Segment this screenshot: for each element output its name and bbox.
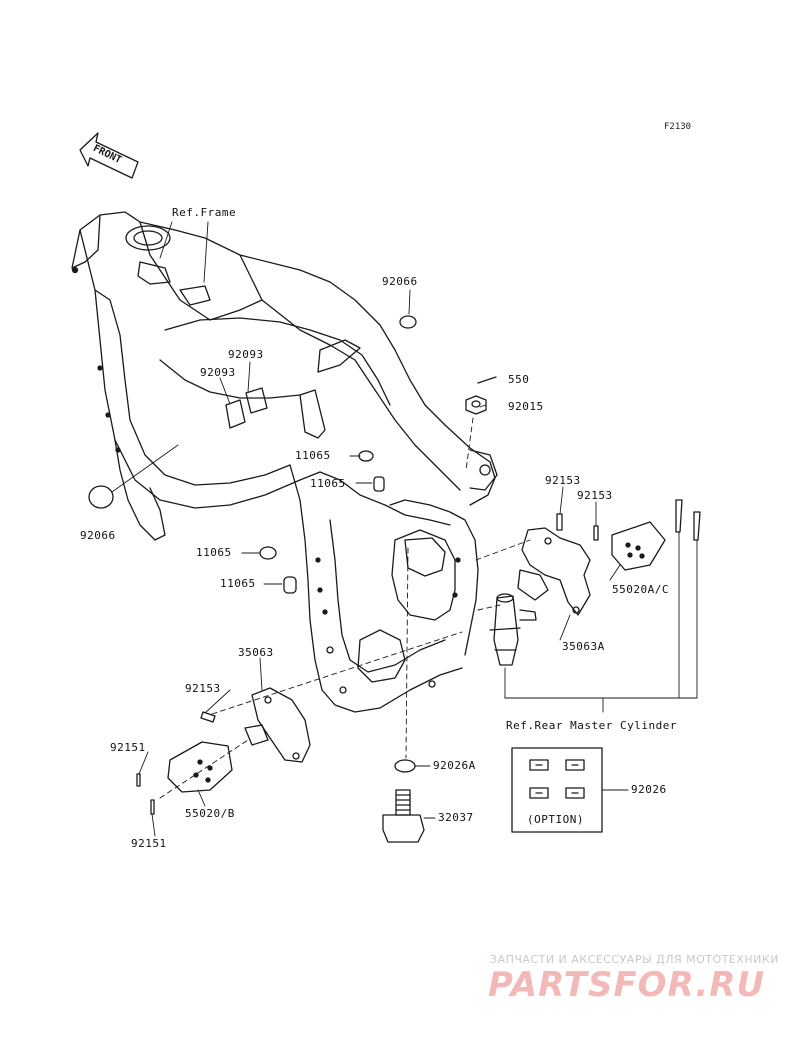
label-92026: 92026: [631, 783, 667, 796]
label-92153-b: 92153: [577, 489, 613, 502]
part-92066-left: [88, 485, 114, 509]
label-92093-a: 92093: [228, 348, 264, 361]
label-11065-b: 11065: [310, 477, 346, 490]
label-11065-c: 11065: [196, 546, 232, 559]
front-arrow-icon: [79, 132, 139, 179]
part-35063: [244, 687, 311, 763]
label-92066-top: 92066: [382, 275, 418, 288]
label-92093-b: 92093: [200, 366, 236, 379]
part-92151-bolt-b: [150, 799, 155, 815]
part-55020b: [167, 741, 233, 793]
part-35063a: [517, 527, 591, 616]
label-92026a: 92026A: [433, 759, 476, 772]
rear-master-cylinder: [489, 593, 537, 666]
label-ref-rear-master: Ref.Rear Master Cylinder: [506, 719, 677, 732]
part-92093-b: [245, 387, 268, 414]
part-32037: [382, 789, 425, 843]
label-92066-left: 92066: [80, 529, 116, 542]
part-11065-c: [259, 546, 277, 560]
part-92066-top: [399, 315, 417, 329]
part-11065-d: [283, 576, 297, 594]
diagram-code: F2130: [664, 122, 692, 132]
watermark-logo: PARTSFOR.RU: [488, 965, 766, 1005]
label-55020b: 55020/B: [185, 807, 235, 820]
part-55020ac: [611, 521, 666, 571]
part-11065-b: [373, 476, 385, 492]
part-92015-nut: [465, 395, 487, 415]
label-92153-a: 92153: [545, 474, 581, 487]
label-option: (OPTION): [527, 813, 584, 826]
main-frame: [71, 211, 498, 713]
part-92026-shims: [529, 759, 585, 799]
label-ref-frame: Ref.Frame: [172, 206, 237, 219]
label-92015: 92015: [508, 400, 544, 413]
label-92153-c: 92153: [185, 682, 221, 695]
label-32037: 32037: [438, 811, 474, 824]
part-11065-a: [358, 450, 374, 462]
label-550: 550: [508, 373, 530, 386]
label-55020ac: 55020A/C: [612, 583, 669, 596]
label-11065-d: 11065: [220, 577, 256, 590]
label-92151-a: 92151: [110, 741, 146, 754]
label-92151-b: 92151: [131, 837, 167, 850]
part-92151-bolt-a: [136, 773, 141, 787]
watermark-tagline: ЗАПЧАСТИ И АКСЕССУАРЫ ДЛЯ МОТОТЕХНИКИ: [490, 953, 779, 966]
part-92153-left-bolt: [200, 711, 216, 723]
label-35063: 35063: [238, 646, 274, 659]
part-92093-a: [225, 399, 246, 429]
label-11065-a: 11065: [295, 449, 331, 462]
part-92026a: [394, 759, 416, 773]
label-35063a: 35063A: [562, 640, 605, 653]
